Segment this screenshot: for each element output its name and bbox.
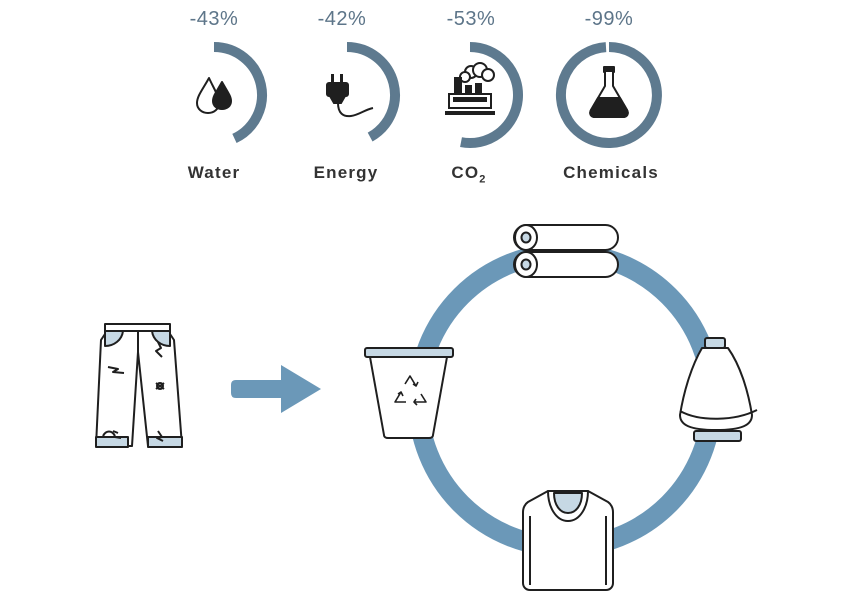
reduction-gauges	[213, 42, 662, 148]
recycle-bin-icon	[364, 347, 454, 439]
metric-label-co2: CO2	[451, 163, 487, 186]
gauge-water	[213, 42, 267, 143]
jeans-icon	[95, 323, 183, 448]
metric-value-co2: -53%	[446, 8, 496, 30]
metric-value-energy: -42%	[317, 8, 367, 30]
factory-icon	[445, 62, 495, 115]
metric-label-energy: Energy	[313, 163, 379, 182]
gauge-co2	[460, 42, 523, 148]
flask-icon	[589, 66, 629, 118]
plug-icon	[326, 74, 374, 118]
fabric-rolls-icon	[513, 224, 619, 278]
water-drops-icon	[196, 77, 232, 114]
metric-label-chemicals: Chemicals	[563, 163, 659, 182]
metric-value-chemicals: -99%	[584, 8, 634, 30]
metric-value-water: -43%	[189, 8, 239, 30]
gauge-chemicals	[555, 42, 662, 148]
gauge-energy	[346, 42, 400, 142]
yarn-cone-icon	[679, 337, 758, 442]
tshirt-icon	[522, 490, 614, 591]
metric-label-water: Water	[187, 163, 241, 182]
arrow-right-icon	[231, 365, 321, 413]
